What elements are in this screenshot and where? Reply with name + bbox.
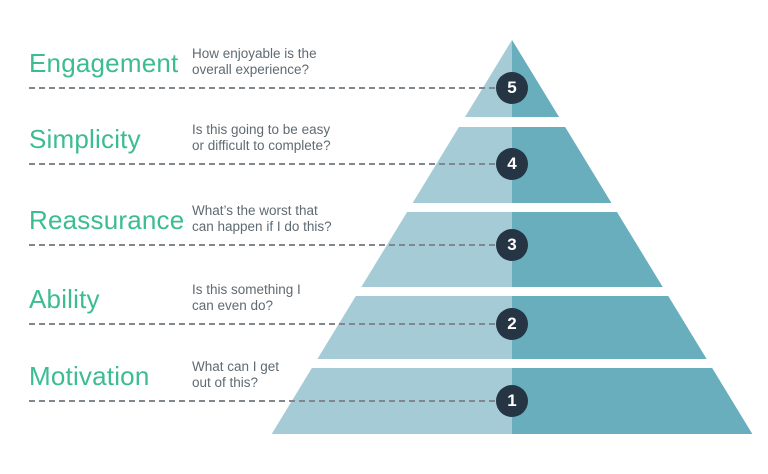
level-label: Engagement (29, 48, 179, 78)
level-label: Ability (29, 284, 100, 314)
question-line-2: can happen if I do this? (192, 219, 332, 234)
dashed-leader-line (29, 163, 500, 165)
level-label: Reassurance (29, 205, 185, 235)
question-line-1: How enjoyable is the (192, 46, 317, 61)
pyramid-tier-3-dark (512, 212, 663, 287)
level-question: Is this something I can even do? (192, 282, 382, 314)
question-line-2: out of this? (192, 375, 259, 390)
level-question: How enjoyable is the overall experience? (192, 46, 382, 78)
question-line-1: Is this something I (192, 282, 301, 297)
dashed-leader-line (29, 323, 500, 325)
level-label: Motivation (29, 361, 150, 391)
question-line-1: What can I get (192, 359, 280, 374)
level-number-badge-2: 2 (496, 308, 528, 340)
level-label: Simplicity (29, 124, 141, 154)
level-question: What’s the worst that can happen if I do… (192, 203, 382, 235)
dashed-leader-line (29, 400, 500, 402)
level-question: What can I get out of this? (192, 359, 382, 391)
level-number-badge-1: 1 (496, 385, 528, 417)
pyramid-tier-2-dark (512, 296, 707, 359)
dashed-leader-line (29, 244, 500, 246)
dashed-leader-line (29, 87, 500, 89)
level-number-badge-3: 3 (496, 229, 528, 261)
question-line-1: What’s the worst that (192, 203, 318, 218)
level-number-badge-5: 5 (496, 72, 528, 104)
pyramid-tier-4-dark (512, 127, 612, 203)
question-line-1: Is this going to be easy (192, 122, 331, 137)
level-number-badge-4: 4 (496, 148, 528, 180)
question-line-2: or difficult to complete? (192, 138, 331, 153)
pyramid-tier-1-dark (512, 368, 753, 434)
question-line-2: can even do? (192, 298, 274, 313)
level-question: Is this going to be easy or difficult to… (192, 122, 382, 154)
question-line-2: overall experience? (192, 62, 310, 77)
